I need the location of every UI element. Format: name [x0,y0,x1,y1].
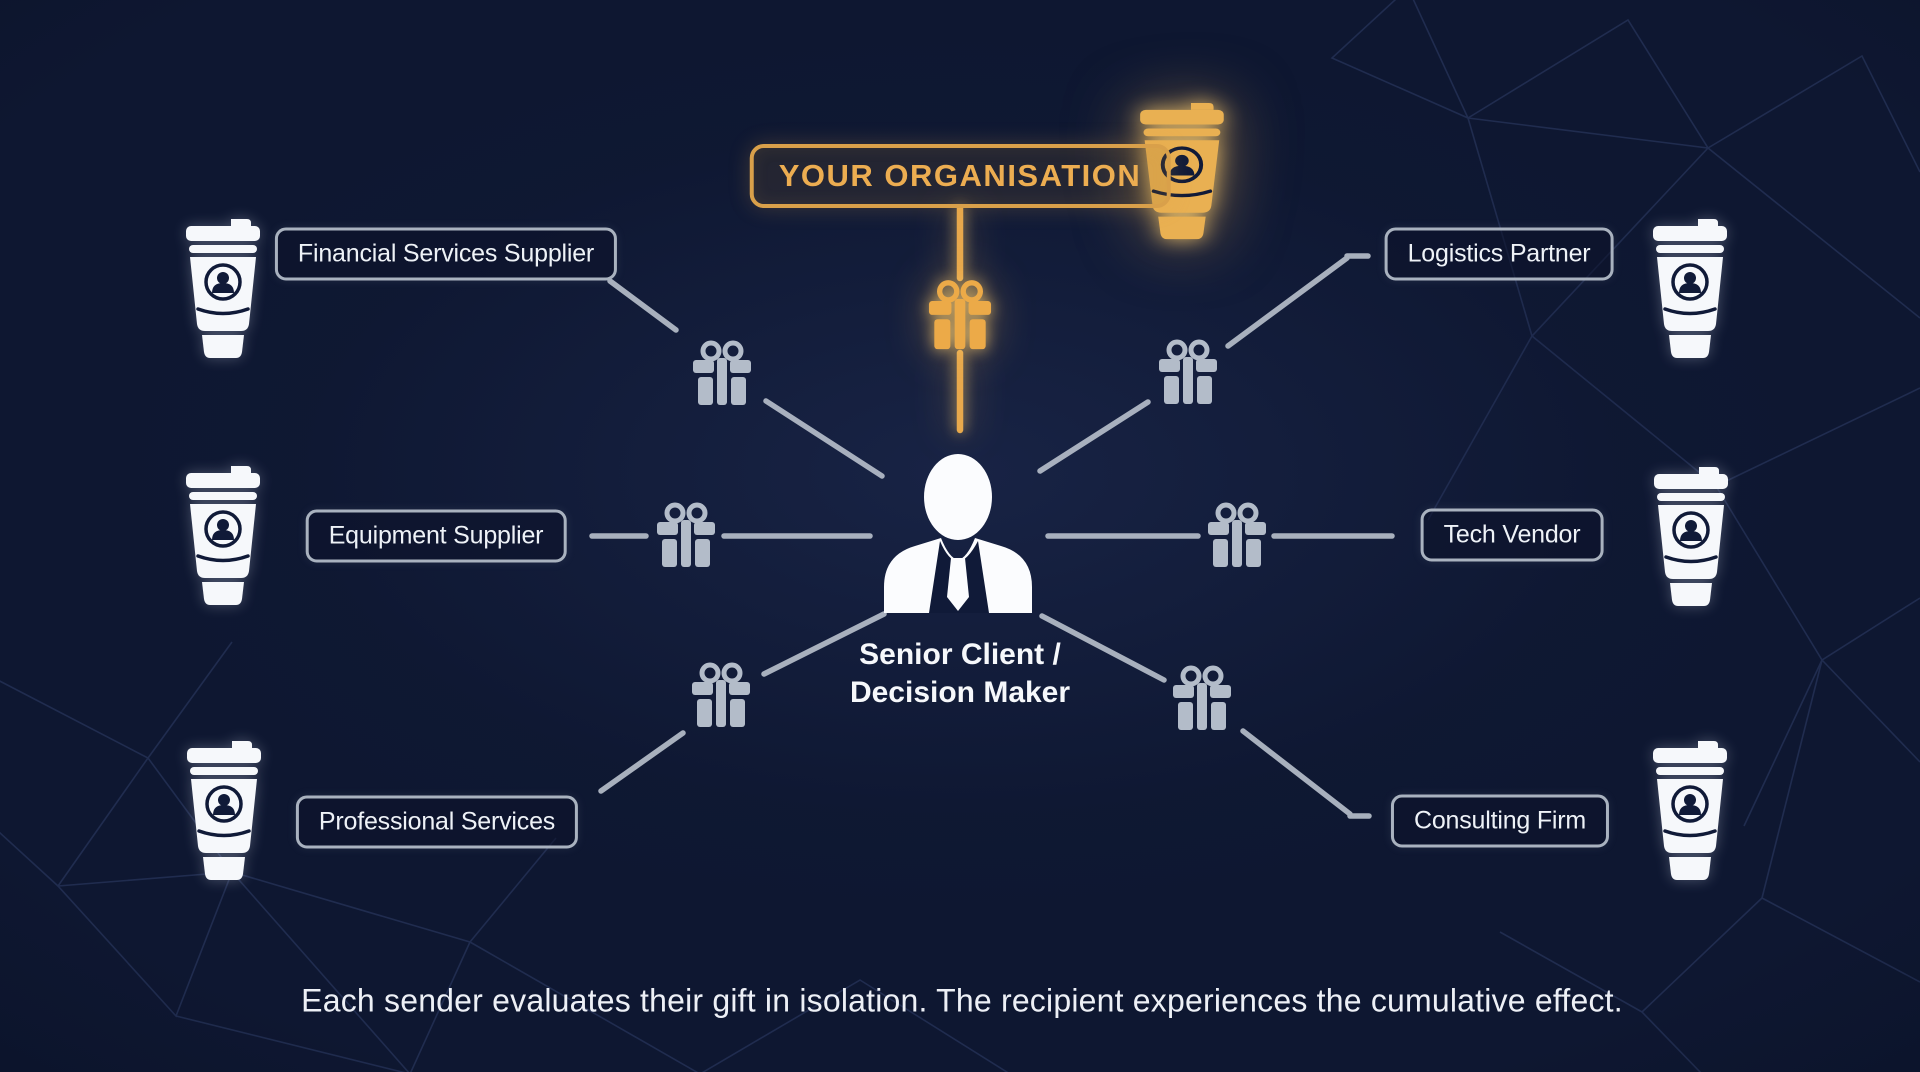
gift-icon [692,665,750,727]
connector-line [1240,728,1353,817]
gold-gift-icon [929,283,991,349]
sender-label-consulting-firm: Consulting Firm [1390,794,1610,848]
recipient-label: Senior Client / Decision Maker [850,636,1070,712]
connector-line [1037,399,1151,474]
your-organisation-badge: YOUR ORGANISATION [749,144,1171,208]
sender-label-logistics-partner: Logistics Partner [1384,227,1614,281]
gift-icon [1208,505,1266,567]
person-icon [884,454,1032,613]
gift-icon [657,505,715,567]
connector-line [1225,255,1350,349]
connector-lines [589,253,1395,819]
connector-line [607,278,679,333]
tumbler-icon [1653,466,1729,606]
gift-icon [693,343,751,405]
tumbler-icon [185,218,261,358]
recipient-label-line2: Decision Maker [849,676,1071,709]
caption-text: Each sender evaluates their gift in isol… [301,982,1623,1019]
tumbler-icon [1652,218,1728,358]
tumbler-icon [1652,740,1728,880]
sender-label-tech-vendor: Tech Vendor [1420,508,1604,562]
recipient-label-line1: Senior Client / [859,638,1061,671]
tumbler-icon [185,465,261,605]
sender-label-equipment-supplier: Equipment Supplier [305,509,567,563]
connector-line [761,611,887,677]
gift-icon [1159,342,1217,404]
connector-line [598,730,686,794]
connector-line [1039,613,1167,683]
tumbler-icon [186,740,262,880]
sender-label-financial-services: Financial Services Supplier [274,227,618,281]
connector-line [763,398,885,479]
gift-icon [1173,668,1231,730]
sender-label-professional-services: Professional Services [295,795,579,849]
